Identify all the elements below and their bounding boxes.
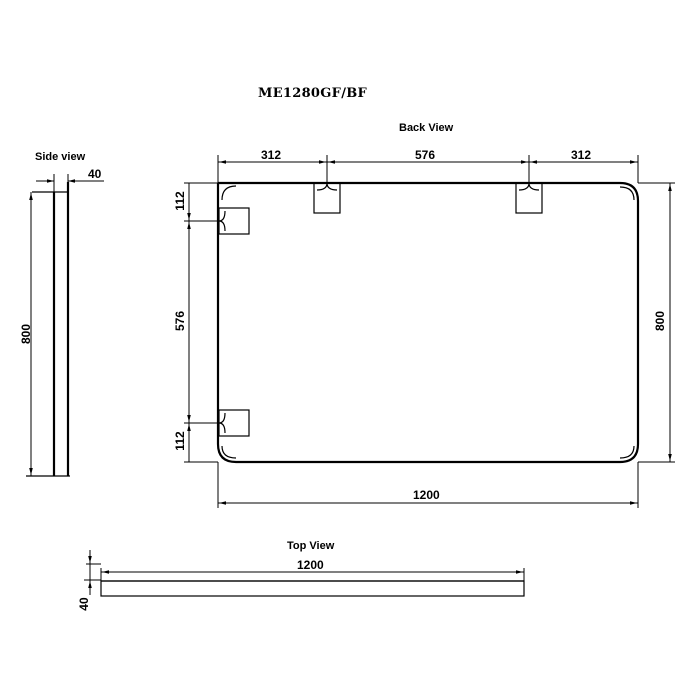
back-view-left-dim-center: 576 [173, 310, 187, 332]
back-view-left-dim-top: 112 [173, 191, 187, 211]
side-view-depth-label: 40 [88, 167, 102, 181]
back-view-width-label: 1200 [413, 488, 440, 502]
back-view-left-dim-bottom: 112 [173, 431, 187, 451]
back-view-title: Back View [399, 122, 454, 134]
top-view-depth-label: 40 [77, 597, 91, 611]
side-view-drawing [26, 174, 104, 477]
side-view-height-label: 800 [19, 323, 33, 345]
side-view-title: Side view [35, 151, 86, 163]
model-number: ME1280GF/BF [258, 86, 368, 101]
top-view-drawing [84, 550, 525, 597]
back-view-top-dim-left: 312 [261, 148, 282, 162]
back-view-drawing [184, 155, 675, 508]
back-view-height-label: 800 [653, 310, 667, 332]
back-view-top-dim-right: 312 [571, 148, 592, 162]
top-view-width-label: 1200 [297, 558, 324, 572]
back-view-top-dim-center: 576 [415, 148, 436, 162]
top-view-title: Top View [287, 540, 335, 552]
